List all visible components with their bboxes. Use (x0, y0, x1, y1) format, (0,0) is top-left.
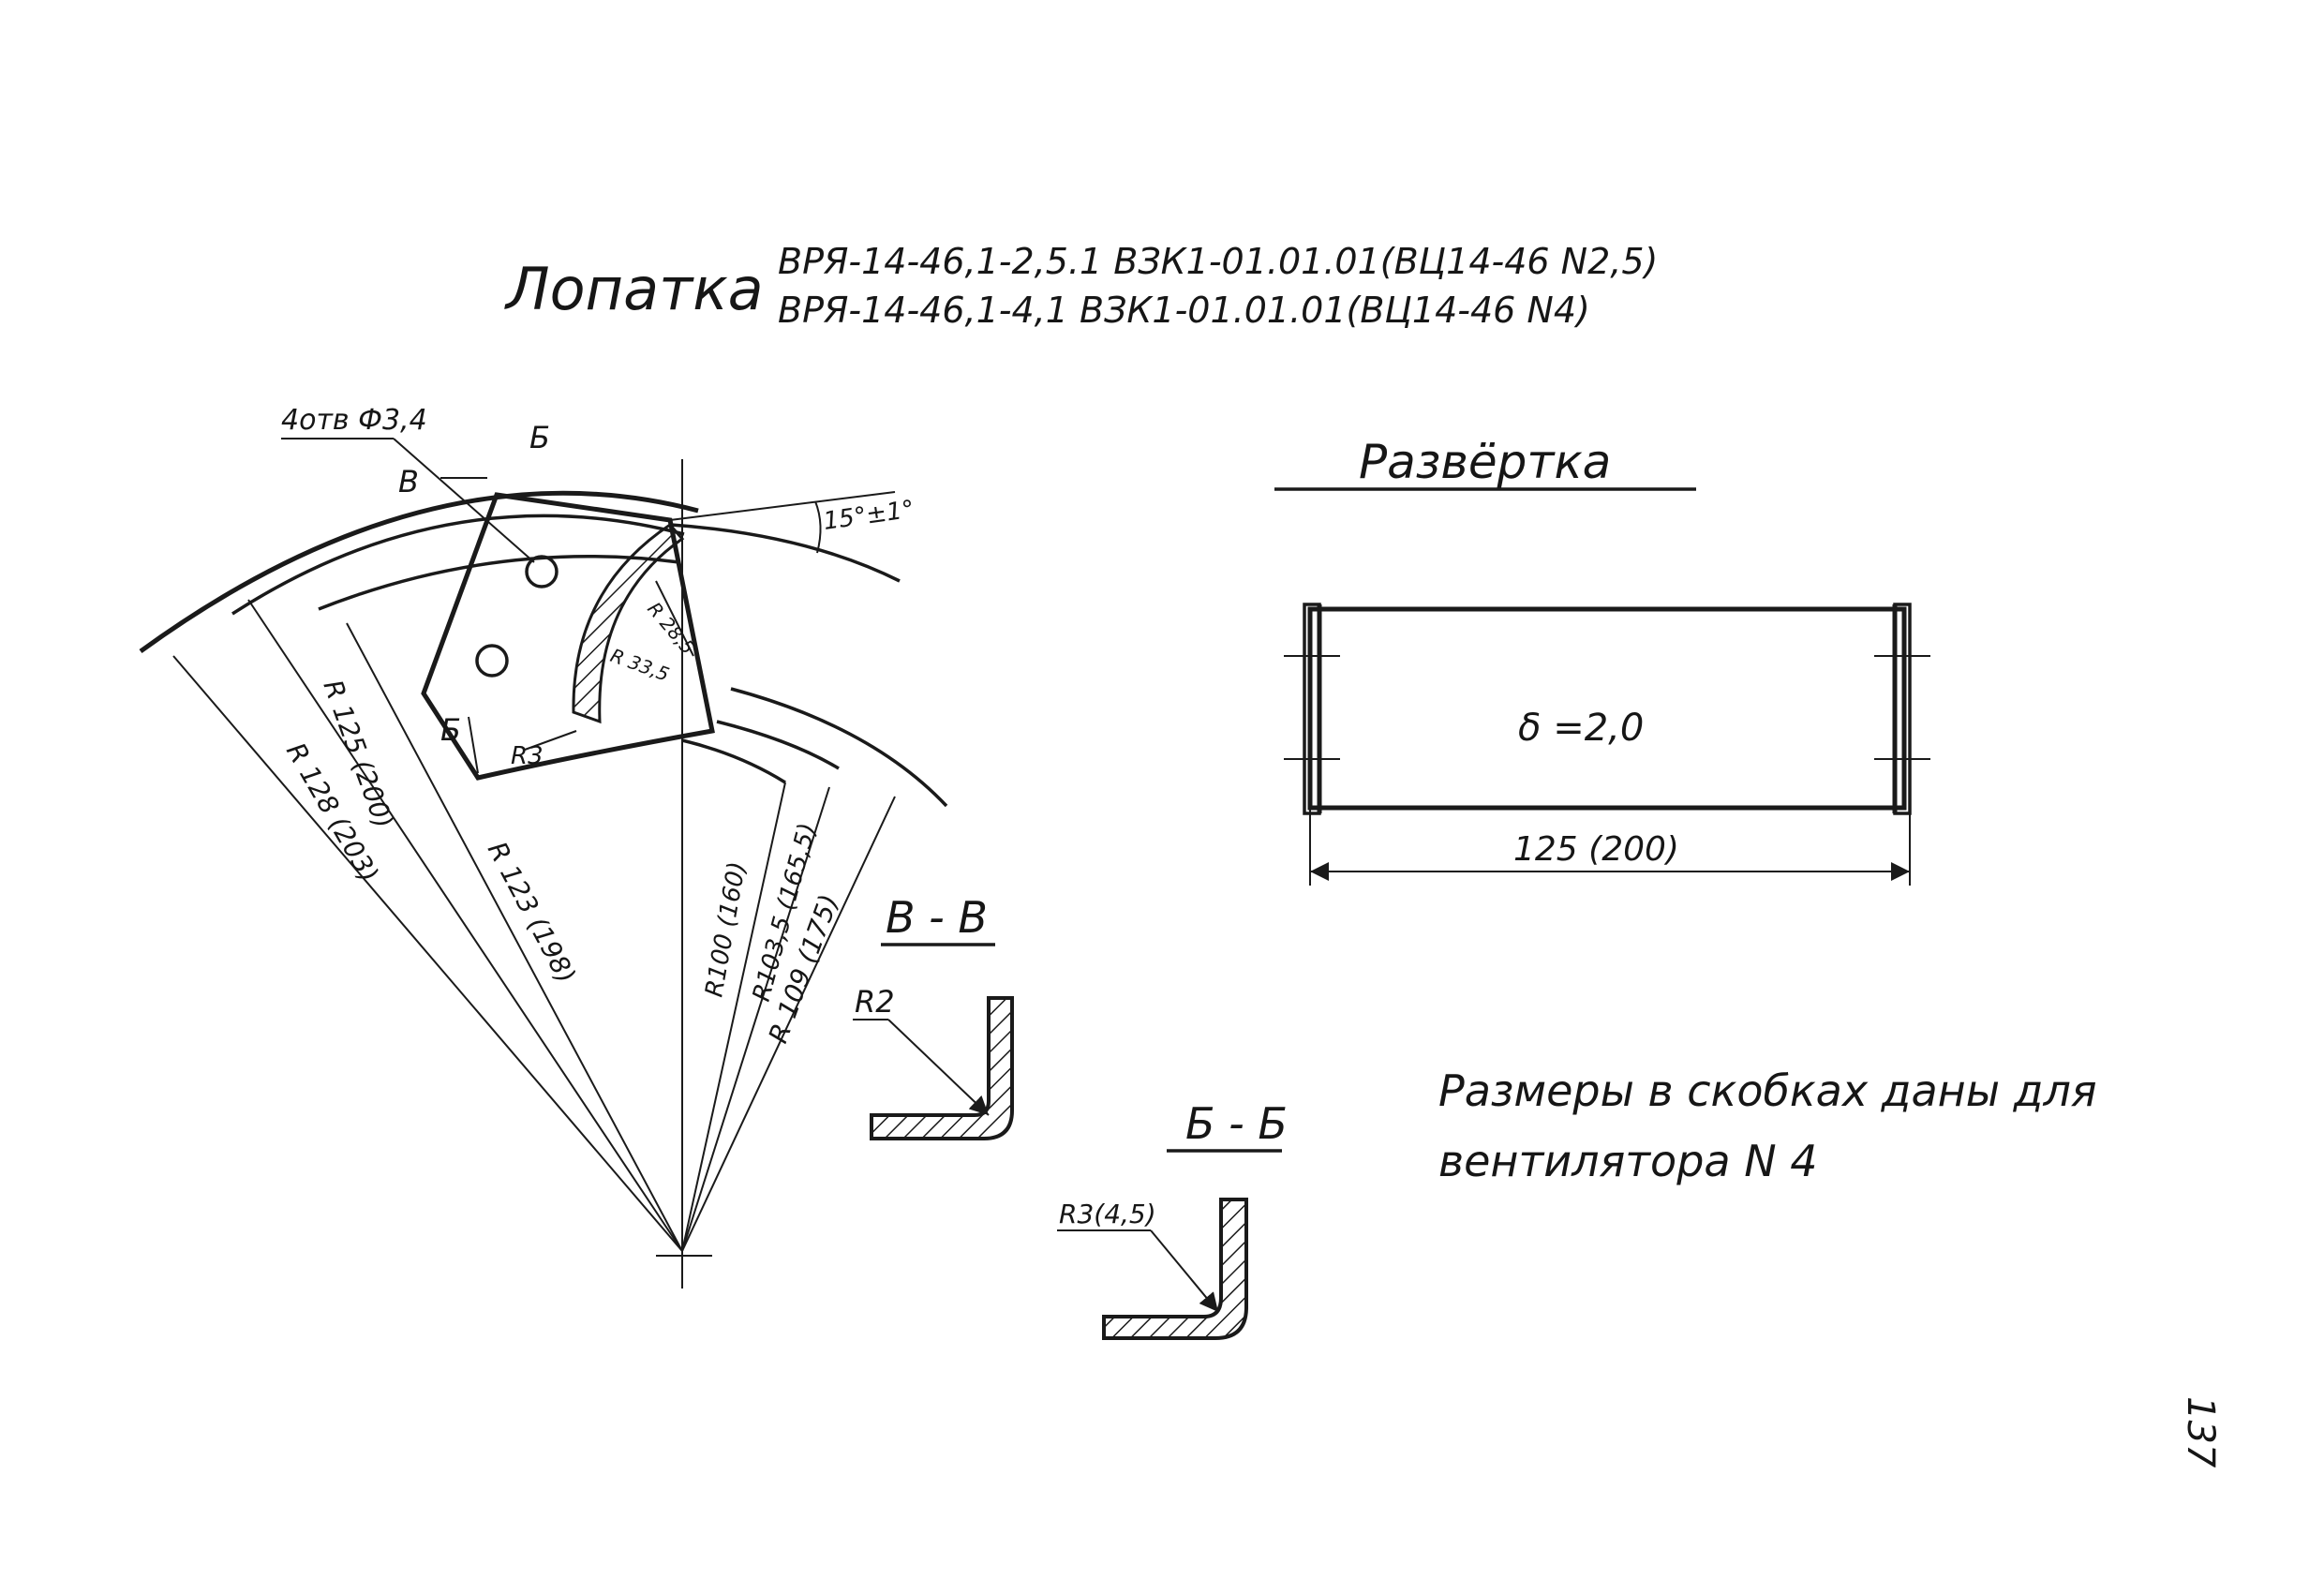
r3-leader (524, 730, 577, 751)
rim-arc (670, 523, 901, 583)
angle-arc (814, 500, 822, 554)
hole-2 (475, 644, 509, 678)
section-b-mark (468, 716, 479, 774)
r-flange-b: R 33,5 (607, 644, 672, 686)
section-bb-profile (1102, 1198, 1248, 1340)
section-bb-leader (1150, 1229, 1219, 1313)
blade-plate (421, 492, 715, 781)
radial-lines (172, 599, 896, 1252)
note-line-2: вентилятора N 4 (1438, 1136, 1818, 1186)
section-vv-leader (887, 1019, 990, 1116)
radius-r100: R100 (160) (700, 859, 752, 999)
arc-r100 (681, 738, 786, 784)
angle-line-1 (669, 491, 896, 521)
note-block: Размеры в скобках даны для вентилятора N… (1438, 1065, 2097, 1186)
strip-left-tab (1303, 603, 1321, 815)
title-block: Лопатка ВРЯ-14-46,1-2,5.1 ВЗК1-01.01.01(… (504, 241, 1658, 331)
section-bb-title: Б - Б (1185, 1098, 1288, 1149)
page-number: 137 (2179, 1396, 2222, 1468)
section-v-label: В (398, 464, 419, 499)
section-bb-radius: R3(4,5) (1059, 1199, 1156, 1229)
r-small: R3 (511, 742, 544, 770)
blade-view (139, 438, 948, 1289)
holes-leader-diag (393, 438, 535, 563)
section-bb: Б - Б R3(4,5) (1057, 1098, 1288, 1340)
title-line-2: ВРЯ-14-46,1-4,1 ВЗК1-01.01.01(ВЦ14-46 N4… (778, 290, 1590, 331)
blade-flange (572, 523, 685, 724)
hole-1 (525, 555, 559, 588)
arc-r128 (139, 490, 699, 654)
radius-r123: R 123 (198) (482, 837, 582, 989)
arc-r103 (716, 720, 840, 770)
section-vv-title: В - В (886, 892, 988, 943)
thickness-label: δ =2,0 (1518, 707, 1644, 750)
r-flange-leader (655, 580, 694, 657)
title-line-1: ВРЯ-14-46,1-2,5.1 ВЗК1-01.01.01(ВЦ14-46 … (778, 241, 1658, 282)
development-strip (1307, 606, 1907, 811)
section-vv-radius: R2 (855, 984, 895, 1020)
angle-label: 15°±1° (822, 496, 916, 536)
development-title: Развёртка (1359, 435, 1611, 489)
development-view: Развёртка δ =2,0 125 (200) (1274, 435, 1930, 886)
section-vv: В - В R2 (853, 892, 1014, 1140)
arc-r109 (730, 687, 948, 808)
length-label: 125 (200) (1513, 830, 1679, 869)
note-line-1: Размеры в скобках даны для (1438, 1065, 2097, 1116)
section-b-label-top: Б (529, 420, 550, 455)
section-b-label-bottom: Б (440, 712, 461, 748)
strip-right-tab (1893, 603, 1912, 815)
arc-r125 (231, 514, 685, 616)
holes-label: 4отв Ф3,4 (281, 404, 427, 437)
title-word: Лопатка (504, 255, 764, 323)
